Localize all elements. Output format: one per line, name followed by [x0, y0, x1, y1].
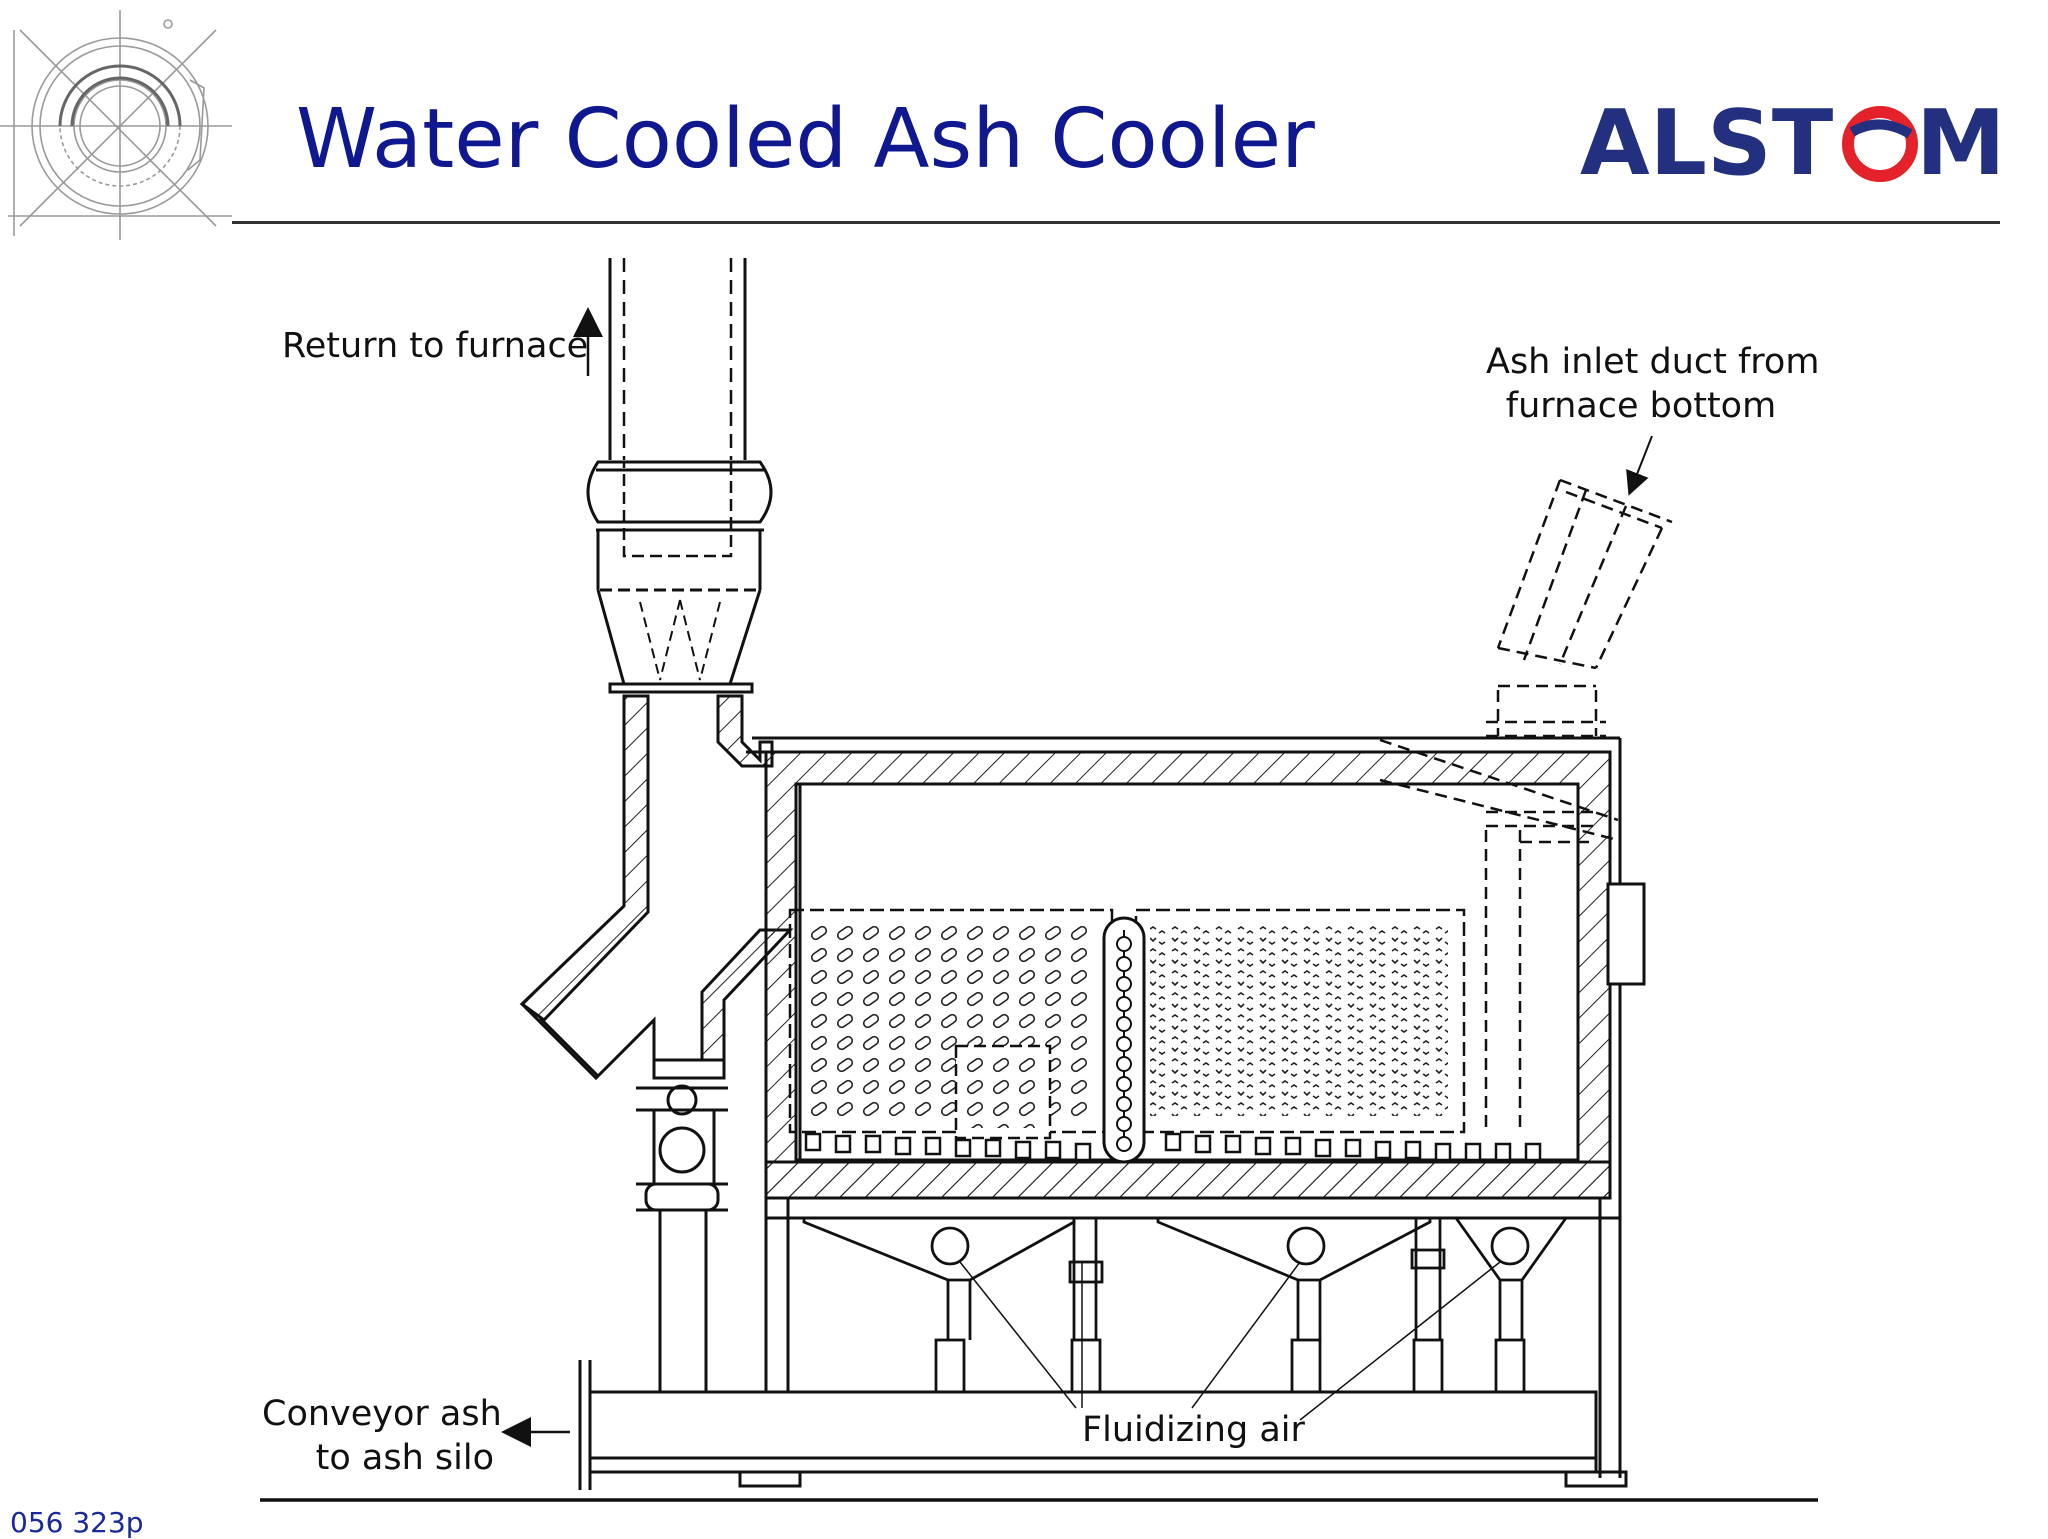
ash-inlet-label-line2: furnace bottom [1505, 386, 1777, 426]
inlet-duct [1379, 478, 1673, 1130]
discharge-valves [636, 1058, 728, 1392]
slide-code: 056 323p [10, 1506, 144, 1539]
conveyor-label-line1: Conveyor ash [262, 1394, 502, 1434]
svg-text:ALST: ALST [1580, 92, 1833, 192]
return-duct [586, 258, 773, 694]
alstom-logo: ALST M [1580, 92, 2000, 192]
conveyor-label-line2: to ash silo [315, 1438, 494, 1478]
tube-bundles [788, 908, 1466, 1164]
return-to-furnace-label: Return to furnace [282, 326, 589, 366]
ash-inlet-label-line1: Ash inlet duct from [1486, 342, 1820, 382]
drafting-circle-icon [0, 10, 232, 240]
slide-title: Water Cooled Ash Cooler [296, 92, 1315, 187]
inlet-arrow [1626, 435, 1653, 496]
support-frame [260, 1198, 1818, 1502]
svg-text:M: M [1916, 92, 2000, 192]
fluidizing-leaders [959, 1261, 1501, 1421]
fluidizing-nozzles [804, 1132, 1542, 1162]
air-hoppers [802, 1217, 1568, 1394]
fluidizing-air-label: Fluidizing air [1082, 1410, 1305, 1450]
header-rule [232, 221, 2000, 224]
